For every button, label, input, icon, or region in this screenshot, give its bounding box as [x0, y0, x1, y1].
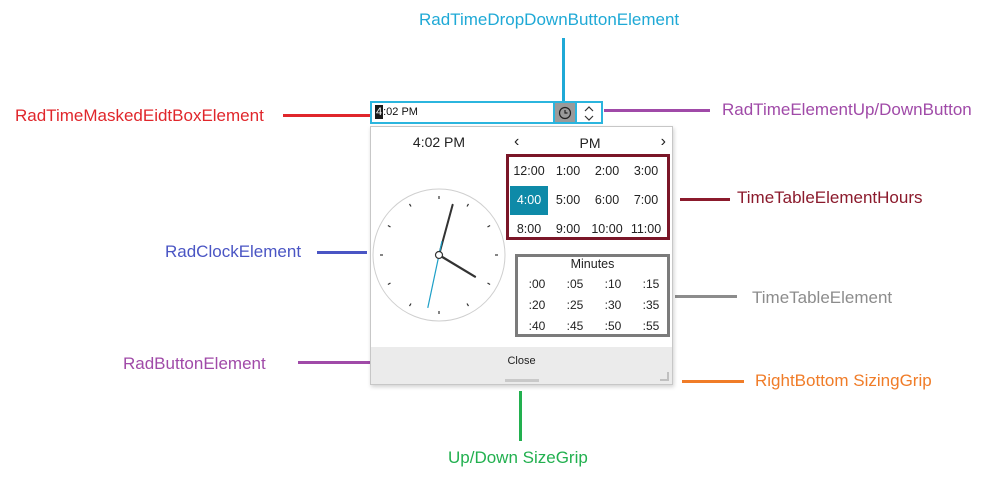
hour-cell[interactable]: 6:00	[594, 193, 620, 207]
callout-right-bottom-grip: RightBottom SizingGrip	[755, 371, 932, 390]
hour-cell[interactable]: 8:00	[516, 222, 542, 236]
hour-cell[interactable]: 4:00	[510, 186, 548, 215]
callout-up-down-button: RadTimeElementUp/DownButton	[722, 100, 972, 119]
minute-cell[interactable]: :50	[604, 319, 622, 333]
minute-cell[interactable]: :35	[642, 298, 660, 312]
callout-button: RadButtonElement	[123, 354, 266, 373]
chevron-down-icon[interactable]	[584, 115, 594, 122]
clock-tick	[466, 303, 470, 307]
minute-cell[interactable]: :15	[642, 277, 660, 291]
leader-masked-editbox	[283, 114, 370, 117]
time-picker-popup: 4:02 PM ‹ PM › 12:00 1:00 2:00 3:00 4:00 5:00…	[370, 126, 673, 385]
minute-cell[interactable]: :05	[566, 277, 584, 291]
hour-cell[interactable]: 5:00	[555, 193, 581, 207]
hour-cell[interactable]: 7:00	[633, 193, 659, 207]
leader-minutes-table	[675, 295, 737, 298]
hour-cell[interactable]: 11:00	[630, 222, 662, 236]
minute-cell[interactable]: :25	[566, 298, 584, 312]
masked-editbox-value: :02 PM	[383, 106, 418, 118]
time-picker-input: 4:02 PM	[370, 101, 603, 124]
hour-cell[interactable]: 9:00	[555, 222, 581, 236]
hour-cell[interactable]: 3:00	[633, 164, 659, 178]
close-button[interactable]: Close	[507, 355, 536, 367]
up-down-size-grip[interactable]	[505, 379, 539, 382]
callout-drop-down-button: RadTimeDropDownButtonElement	[419, 10, 680, 29]
next-arrow-icon[interactable]: ›	[660, 133, 666, 150]
clock-tick	[387, 224, 391, 228]
masked-editbox[interactable]: 4:02 PM	[370, 101, 555, 124]
hour-cell[interactable]: 2:00	[594, 164, 620, 178]
minute-cell[interactable]: :20	[528, 298, 546, 312]
clock-icon	[558, 106, 572, 120]
clock-tick	[387, 282, 391, 286]
clock-tick	[466, 203, 470, 207]
time-header: 4:02 PM	[412, 134, 466, 150]
callout-clock: RadClockElement	[165, 242, 302, 261]
clock-tick	[408, 203, 412, 207]
callout-minutes-table: TimeTableElement	[752, 288, 893, 307]
leader-up-down-button	[604, 109, 710, 112]
minute-cell[interactable]: :40	[528, 319, 546, 333]
ampm-navigator: ‹ PM ›	[511, 133, 669, 153]
hours-table: 12:00 1:00 2:00 3:00 4:00 5:00 6:00 7:00 8:00 9:0…	[506, 154, 670, 240]
clock-hour-hand	[437, 253, 477, 278]
callout-hours-table: TimeTableElementHours	[737, 188, 923, 207]
drop-down-button[interactable]	[555, 101, 577, 124]
leader-up-down-grip	[519, 391, 522, 441]
hour-cell[interactable]: 1:00	[555, 164, 581, 178]
minute-cell[interactable]: :00	[528, 277, 546, 291]
hour-cell[interactable]: 12:00	[513, 164, 545, 178]
leader-hours-table	[680, 198, 730, 201]
callout-up-down-grip: Up/Down SizeGrip	[448, 448, 588, 467]
clock-center	[434, 250, 444, 260]
leader-drop-down-button	[562, 38, 565, 101]
text-caret-selection: 4	[375, 105, 384, 119]
ampm-label: PM	[579, 135, 601, 151]
analog-clock	[372, 188, 506, 322]
leader-right-bottom-grip	[682, 380, 744, 383]
minutes-table: Minutes :00 :05 :10 :15 :20 :25 :30 :35 :40 :45 :5…	[515, 254, 670, 337]
minute-cell[interactable]: :10	[604, 277, 622, 291]
clock-tick	[408, 303, 412, 307]
right-bottom-sizing-grip[interactable]	[660, 372, 669, 381]
minutes-title: Minutes	[570, 257, 615, 271]
previous-arrow-icon[interactable]: ‹	[514, 133, 520, 150]
minute-cell[interactable]: :30	[604, 298, 622, 312]
clock-tick	[487, 224, 491, 228]
callout-masked-editbox: RadTimeMaskedEidtBoxElement	[15, 106, 264, 125]
hour-cell[interactable]: 10:00	[591, 222, 623, 236]
up-down-button[interactable]	[577, 101, 603, 124]
minute-cell[interactable]: :45	[566, 319, 584, 333]
clock-tick	[487, 282, 491, 286]
minute-cell[interactable]: :55	[642, 319, 660, 333]
popup-footer: Close	[371, 347, 672, 384]
clock-ticks	[380, 196, 498, 314]
chevron-up-icon[interactable]	[584, 105, 594, 112]
leader-clock	[317, 251, 367, 254]
